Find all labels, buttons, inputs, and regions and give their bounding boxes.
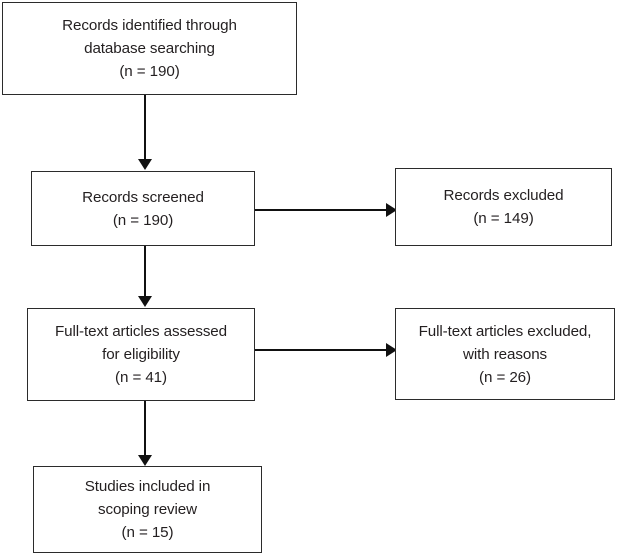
node-text-line: Records excluded [443,187,564,204]
connector-identified-to-screened-line [144,95,147,160]
connector-screened-to-fulltext-line [144,246,147,297]
connector-fulltext-to-included-arrowhead [138,455,152,466]
node-text-line: with reasons [462,345,548,363]
node-text-line: (n = 190) [119,63,180,80]
node-text-line: Full-text articles assessed [54,323,228,340]
node-records-identified: Records identified through database sear… [2,2,297,95]
node-text-line: (n = 41) [115,369,167,386]
node-studies-included: Studies included in scoping review (n = … [33,466,262,553]
node-fulltext-assessed: Full-text articles assessed for eligibil… [27,308,255,401]
node-text-line: (n = 149) [473,210,534,227]
connector-screened-to-fulltext-arrowhead [138,296,152,307]
node-text-line: Records identified through [62,17,237,34]
node-text-line: (n = 190) [112,211,174,229]
node-text-line: for eligibility [102,346,180,363]
node-records-screened: Records screened (n = 190) [31,171,255,246]
node-text-line: Studies included in [84,478,211,495]
node-text-line: scoping review [97,501,198,518]
connector-fulltext-to-included-line [144,401,147,456]
node-records-excluded: Records excluded (n = 149) [395,168,612,246]
connector-screened-to-excluded-arrowhead [386,203,397,217]
node-text-line: Records screened [82,188,204,206]
node-text-line: database searching [84,40,215,57]
connector-fulltext-to-excluded-line [255,349,388,352]
node-text-line: (n = 26) [479,368,531,386]
connector-screened-to-excluded-line [255,209,388,212]
node-text-line: Full-text articles excluded, [418,322,592,340]
node-text-line: (n = 15) [121,524,174,541]
connector-fulltext-to-excluded-arrowhead [386,343,397,357]
node-fulltext-excluded: Full-text articles excluded, with reason… [395,308,615,400]
connector-identified-to-screened-arrowhead [138,159,152,170]
